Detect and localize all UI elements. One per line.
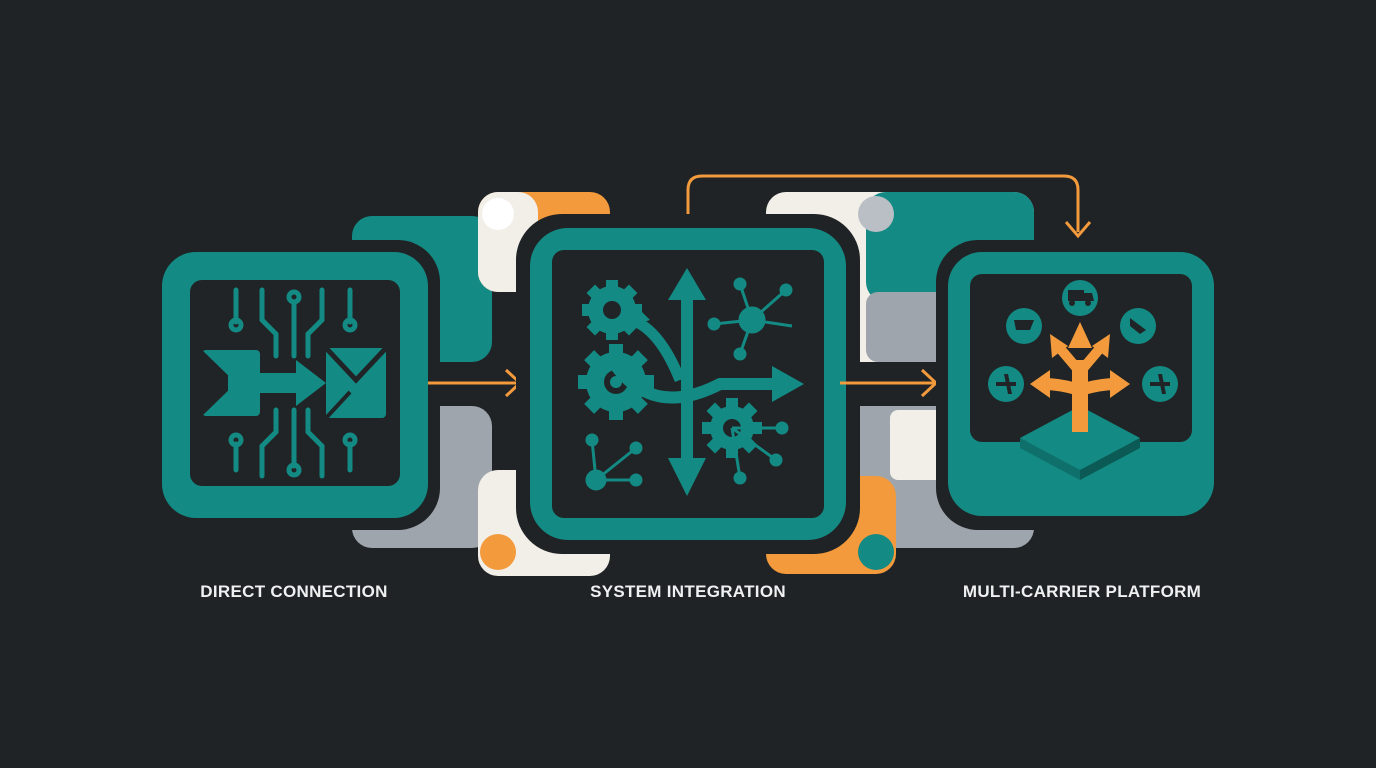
loop-arrow	[686, 174, 1092, 239]
gears-network-icon	[578, 268, 804, 496]
envelope-arrow-icon	[202, 346, 388, 420]
stage-label-multi-carrier-platform: MULTI-CARRIER PLATFORM	[962, 582, 1202, 601]
stage-label-system-integration: SYSTEM INTEGRATION	[590, 582, 786, 601]
stage-card-direct-connection	[150, 240, 440, 530]
stage-label-direct-connection: DIRECT CONNECTION	[200, 582, 388, 601]
circuit-envelope-icon	[228, 287, 358, 479]
stage-card-multi-carrier-platform	[936, 240, 1226, 530]
carrier-distribution-icon	[988, 280, 1178, 480]
stage-card-system-integration	[516, 214, 860, 554]
flow-arrow-1	[428, 368, 523, 398]
